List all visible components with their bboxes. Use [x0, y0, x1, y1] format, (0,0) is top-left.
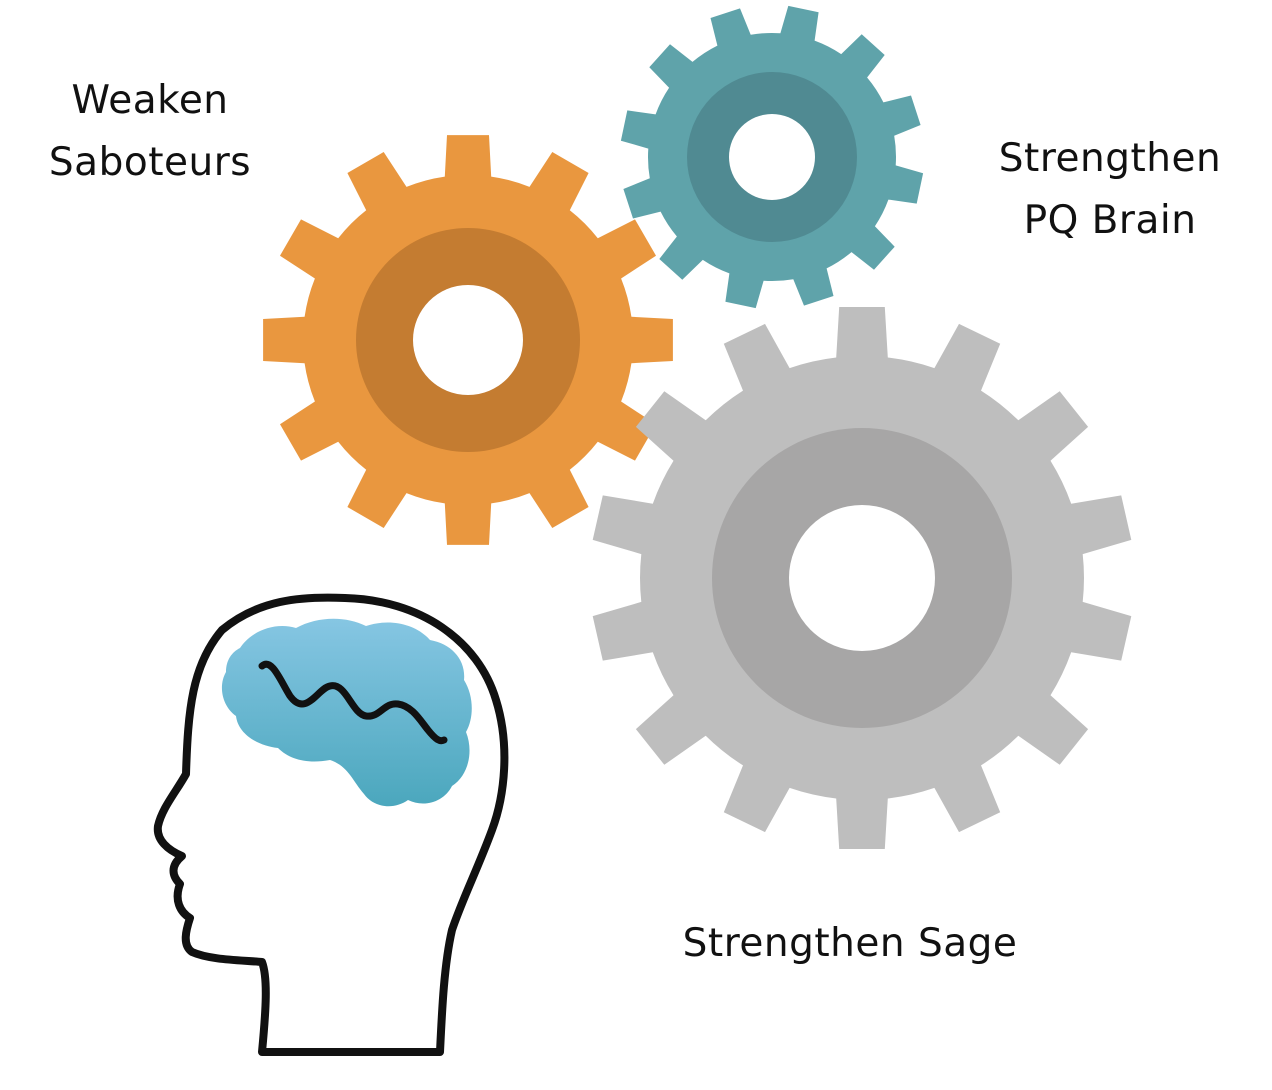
weaken-saboteurs-label: Weaken Saboteurs: [20, 70, 280, 194]
strengthen-sage-text: Strengthen Sage: [682, 921, 1018, 966]
teal-gear-icon: [620, 5, 924, 309]
strengthen-pq-brain-label: Strengthen PQ Brain: [970, 128, 1250, 252]
weaken-saboteurs-line-1: Weaken: [71, 78, 229, 123]
strengthen-sage-label: Strengthen Sage: [630, 913, 1070, 975]
weaken-saboteurs-line-2: Saboteurs: [48, 140, 252, 185]
orange-gear-icon: [263, 135, 673, 545]
brain-icon: [221, 618, 472, 807]
gray-gear-icon: [592, 307, 1132, 849]
strengthen-pq-brain-line-1: Strengthen: [998, 136, 1222, 181]
strengthen-pq-brain-line-2: PQ Brain: [1023, 198, 1197, 243]
